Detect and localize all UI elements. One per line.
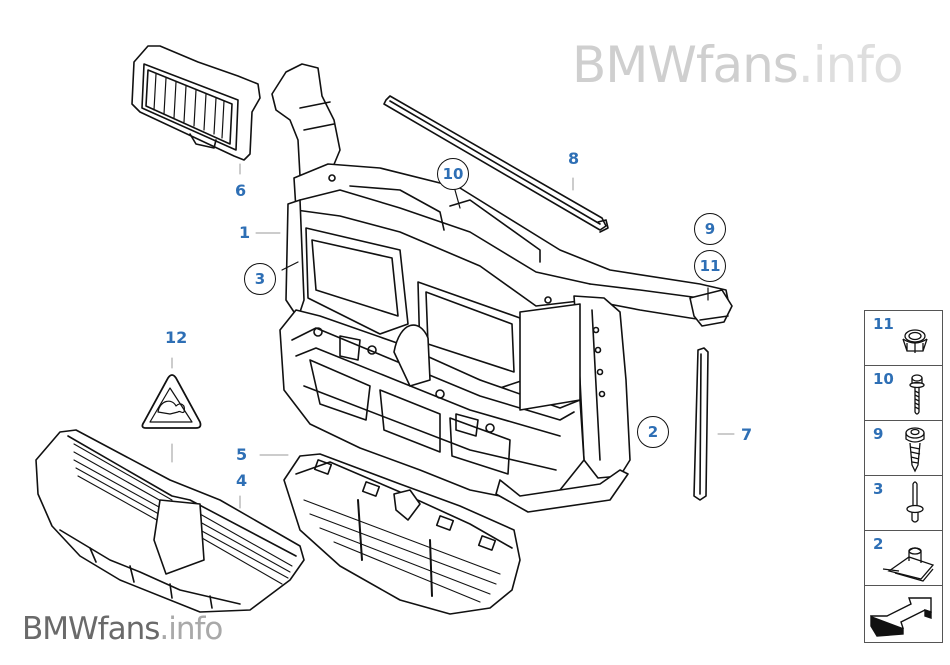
watermark-top-suffix: .info [797, 36, 904, 94]
next-arrow-icon [869, 597, 932, 637]
callout-12[interactable]: 12 [165, 328, 188, 347]
watermark-bottom: BMWfans.info [22, 611, 223, 647]
expanding-rivet-icon [906, 481, 924, 523]
watermark-top: BMWfans.info [572, 40, 904, 90]
callout-6[interactable]: 6 [235, 181, 247, 200]
front-panel-carrier-part[interactable] [271, 63, 733, 513]
callout-circle-9[interactable]: 9 [694, 213, 726, 245]
legend-number: 2 [873, 535, 884, 553]
vertical-seal-strip-part[interactable] [693, 347, 709, 501]
watermark-bottom-main: BMWfans [22, 611, 160, 647]
callout-circle-3[interactable]: 3 [244, 263, 276, 295]
air-inlet-grille-part[interactable] [131, 45, 261, 161]
hex-bolt-icon [909, 374, 925, 415]
watermark-bottom-suffix: .info [159, 611, 223, 647]
legend-item-3[interactable]: 3 [865, 476, 942, 531]
lower-air-duct-part[interactable] [35, 429, 305, 613]
callout-circle-2[interactable]: 2 [637, 416, 669, 448]
legend-number: 10 [873, 370, 894, 388]
callout-4[interactable]: 4 [236, 471, 248, 490]
legend-item-10[interactable]: 10 [865, 366, 942, 421]
warning-label-part[interactable] [141, 374, 202, 429]
callout-7[interactable]: 7 [741, 425, 753, 444]
parts-legend: 11 10 9 3 [864, 310, 943, 643]
tapping-screw-icon [905, 427, 925, 473]
legend-number: 3 [873, 480, 884, 498]
callout-circle-11[interactable]: 11 [694, 250, 726, 282]
legend-item-9[interactable]: 9 [865, 421, 942, 476]
callout-1[interactable]: 1 [239, 223, 251, 242]
clip-nut-icon [882, 547, 935, 582]
callout-8[interactable]: 8 [568, 149, 580, 168]
legend-number: 9 [873, 425, 884, 443]
legend-number: 11 [873, 315, 894, 333]
callout-circle-10[interactable]: 10 [437, 158, 469, 190]
callout-5[interactable]: 5 [236, 445, 248, 464]
legend-item-11[interactable]: 11 [865, 311, 942, 366]
upper-seal-strip-part[interactable] [383, 95, 609, 233]
watermark-top-main: BMWfans [572, 36, 799, 94]
legend-item-2[interactable]: 2 [865, 531, 942, 586]
next-page-button[interactable] [865, 586, 942, 642]
hex-nut-icon [902, 329, 928, 353]
air-flap-grille-part[interactable] [283, 453, 521, 615]
